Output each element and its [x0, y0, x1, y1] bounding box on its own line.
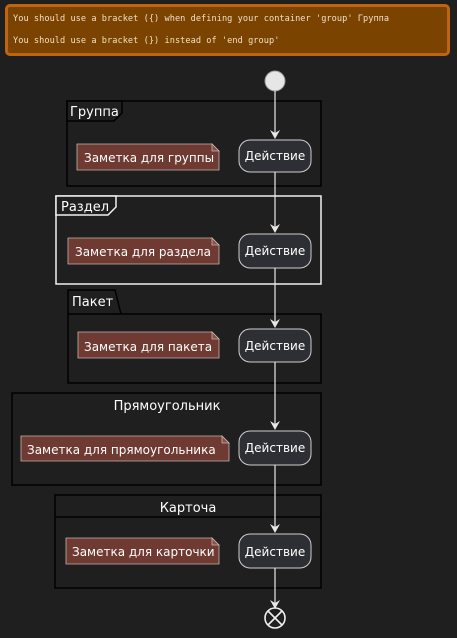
flow-arrow-2: [270, 224, 280, 233]
action-node-partition: Действие: [238, 233, 312, 269]
package-title: Пакет: [72, 295, 114, 310]
partition-title: Раздел: [61, 200, 109, 215]
partition-frame: [55, 195, 322, 285]
action-label: Действие: [245, 545, 305, 559]
rectangle-title: Прямоугольник: [114, 399, 221, 414]
note-package: Заметка для пакета: [77, 331, 220, 359]
syntax-warning-line-1: You should use a bracket ({) when defini…: [13, 14, 390, 24]
action-node-rectangle: Действие: [238, 430, 312, 466]
note-fold-corner: [211, 237, 220, 246]
flow-arrow-4: [270, 421, 280, 430]
note-fold-corner: [221, 435, 230, 444]
group-title: Группа: [70, 105, 119, 120]
note-text: Заметка для группы: [84, 151, 214, 165]
action-node-card: Действие: [238, 533, 312, 569]
flow-arrow-1: [270, 130, 280, 139]
group-tab: [66, 100, 123, 122]
note-shape: [76, 143, 220, 171]
group-container-group: Группа Заметка для группы Действие: [66, 100, 322, 187]
group-container-card: Карточа Заметка для карточки Действие: [54, 494, 322, 589]
note-fold-corner: [211, 143, 220, 152]
group-container-rectangle: Прямоугольник Заметка для прямоугольника…: [11, 392, 322, 486]
syntax-warning-box: You should use a bracket ({) when defini…: [5, 4, 450, 56]
action-label: Действие: [245, 441, 305, 455]
action-label: Действие: [245, 149, 305, 163]
group-container-partition: Раздел Заметка для раздела Действие: [55, 195, 322, 285]
note-partition: Заметка для раздела: [67, 237, 220, 265]
note-rectangle: Заметка для прямоугольника: [20, 435, 230, 462]
action-node-package: Действие: [238, 328, 312, 363]
note-shape: [65, 537, 220, 565]
end-node: [264, 607, 286, 629]
syntax-warning-line-2: You should use a bracket (}) instead of …: [13, 36, 280, 46]
start-node: [264, 70, 286, 92]
end-node-cross-b: [267, 610, 283, 626]
partition-tab: [55, 195, 117, 216]
flow-arrow-3: [270, 319, 280, 328]
note-fold-corner: [211, 537, 220, 546]
action-node-group: Действие: [238, 139, 312, 173]
flow-arrow-5: [270, 524, 280, 533]
note-card: Заметка для карточки: [65, 537, 220, 565]
action-label: Действие: [245, 339, 305, 353]
note-text: Заметка для прямоугольника: [27, 443, 216, 457]
note-text: Заметка для карточки: [72, 545, 215, 559]
package-frame: [67, 313, 322, 384]
action-label: Действие: [245, 244, 305, 258]
card-title: Карточа: [160, 501, 217, 516]
note-fold-corner: [211, 331, 220, 340]
note-text: Заметка для раздела: [75, 245, 211, 259]
card-frame: [54, 494, 322, 589]
group-frame: [66, 100, 322, 187]
rectangle-frame: [11, 392, 322, 486]
note-shape: [67, 237, 220, 265]
flow-arrow-6: [270, 600, 280, 609]
note-text: Заметка для пакета: [84, 340, 212, 354]
note-shape: [77, 331, 220, 359]
note-shape: [20, 435, 230, 462]
package-tab: [67, 289, 122, 315]
control-flow: [270, 91, 280, 609]
note-group: Заметка для группы: [76, 143, 220, 171]
group-container-package: Пакет Заметка для пакета Действие: [67, 289, 322, 384]
